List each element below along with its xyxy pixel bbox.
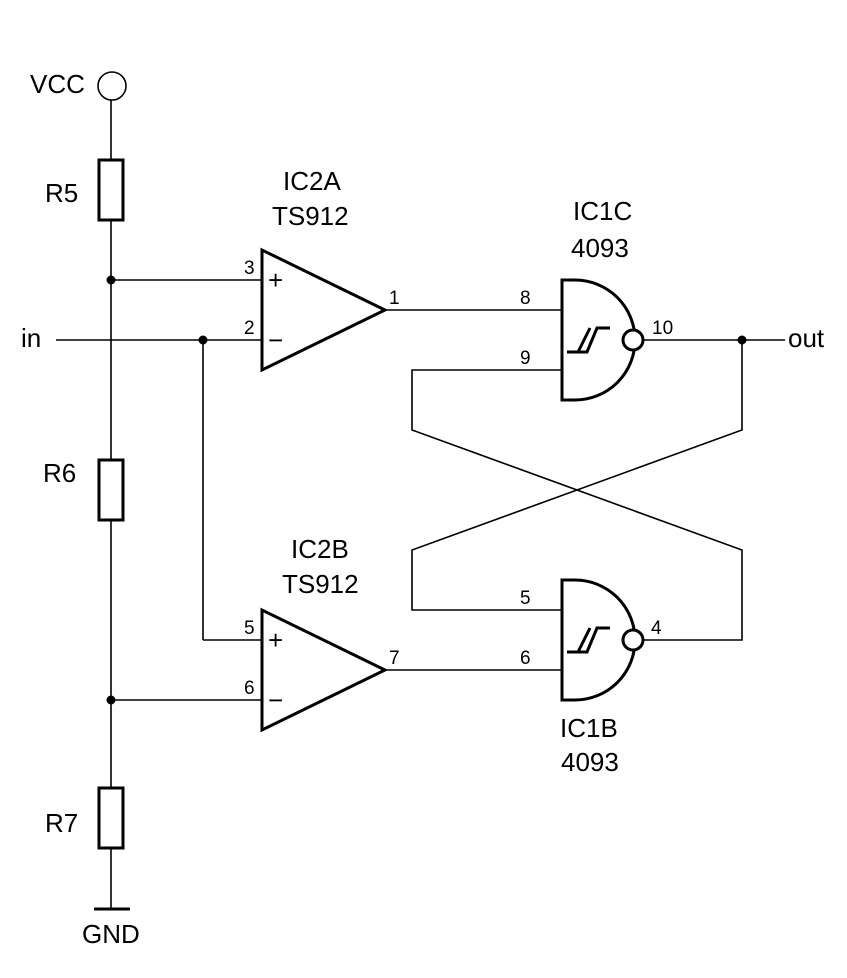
ic2b-pin-plus: 5 <box>244 618 255 639</box>
r5-label: R5 <box>45 178 78 208</box>
r6-label: R6 <box>43 458 76 488</box>
resistor-r6 <box>97 458 125 522</box>
feedback-wires <box>411 339 785 641</box>
vcc-label: VCC <box>30 69 85 99</box>
ic2b-pin-out: 7 <box>389 648 400 669</box>
ic2b-pin-minus: 6 <box>244 678 255 699</box>
ic2a-part-label: TS912 <box>272 201 349 231</box>
ic2a-plus-sign: + <box>268 265 283 295</box>
ic1c-ref-label: IC1C <box>573 196 632 226</box>
ic1b-part-label: 4093 <box>561 747 619 777</box>
ic2b-minus-sign: − <box>268 685 283 715</box>
ic2a-pin-out: 1 <box>389 288 400 309</box>
ic1b-ref-label: IC1B <box>560 713 618 743</box>
junction-dot <box>737 335 747 345</box>
ic2a-pin-plus: 3 <box>244 258 255 279</box>
ic2a-ref-label: IC2A <box>283 166 341 196</box>
ic2b-part-label: TS912 <box>282 569 359 599</box>
ic1c-pin-out: 10 <box>652 318 673 339</box>
gnd-label: GND <box>82 919 140 949</box>
ic1c-part-label: 4093 <box>571 233 629 263</box>
junction-dot <box>106 695 116 705</box>
vcc-terminal <box>97 71 127 101</box>
output-label: out <box>788 323 825 353</box>
ic1c-pin-a: 8 <box>520 288 531 309</box>
resistor-r5 <box>97 158 125 222</box>
resistor-r7 <box>97 786 125 850</box>
ic1c-invert-bubble <box>621 328 645 352</box>
ic2a-comparator <box>260 247 389 373</box>
junction-dot <box>106 275 116 285</box>
r7-label: R7 <box>45 808 78 838</box>
ic1b-pin-a: 5 <box>520 588 531 609</box>
ic1b-invert-bubble <box>621 628 645 652</box>
ic1b-schmitt-icon <box>567 626 610 654</box>
ic1b-pin-b: 6 <box>520 648 531 669</box>
ic1b-pin-out: 4 <box>651 618 662 639</box>
ic2b-ref-label: IC2B <box>291 534 349 564</box>
ic2a-minus-sign: − <box>268 325 283 355</box>
junction-dot <box>198 335 208 345</box>
ic2b-comparator <box>260 607 389 733</box>
ic2a-pin-minus: 2 <box>244 318 255 339</box>
ic2b-plus-sign: + <box>268 625 283 655</box>
ic1c-pin-b: 9 <box>520 348 531 369</box>
ic1c-schmitt-icon <box>567 326 610 354</box>
input-label: in <box>21 323 41 353</box>
